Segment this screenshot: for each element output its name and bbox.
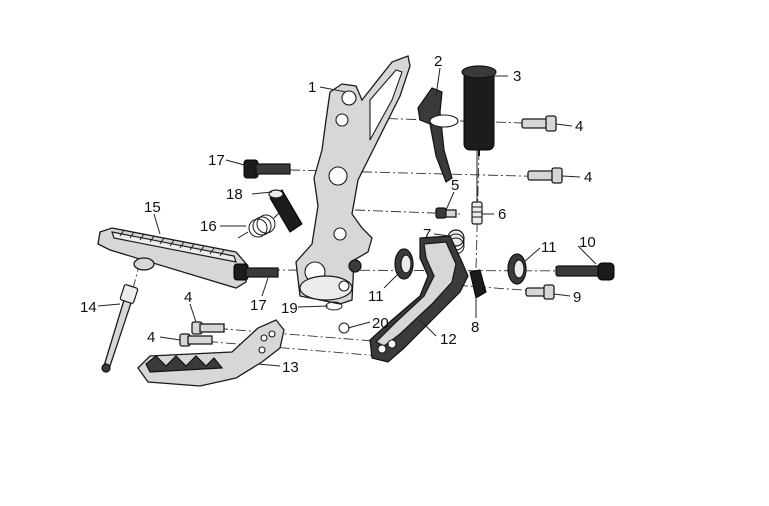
callout-19: 19 [281,300,298,317]
callout-14: 14 [80,299,97,316]
clip-20 [338,322,350,334]
torsion-spring [237,209,283,239]
leader-lines [97,67,597,367]
callout-17a: 17 [208,152,225,169]
heel-guard-13 [137,319,285,387]
footpeg-bracket [295,55,411,305]
footpeg-pin-14 [101,284,139,373]
small-bolt-5 [435,207,457,219]
pivot-bolt-10 [555,262,615,281]
callout-4b: 4 [584,169,592,186]
callout-8: 8 [471,319,479,336]
callout-3: 3 [513,68,521,85]
callout-13: 13 [282,359,299,376]
brake-light-switch [461,65,497,156]
callout-7: 7 [423,226,431,243]
callout-11a: 11 [368,288,384,305]
long-bolt-17b [233,263,279,281]
callout-labels: 1 2 3 4 4 17 5 18 6 15 16 7 11 10 11 9 1… [80,53,596,376]
callout-2: 2 [434,53,442,70]
return-spring [471,150,483,225]
callout-1: 1 [308,79,316,96]
callout-16: 16 [200,218,217,235]
callout-5: 5 [451,177,459,194]
callout-4a: 4 [575,118,583,135]
callout-17b: 17 [250,297,267,314]
bolt-4c [191,321,225,335]
callout-6: 6 [498,206,506,223]
callout-20: 20 [372,315,389,332]
callout-4c: 4 [184,289,192,306]
bolt-4b [527,167,563,184]
rider-footpeg [97,227,249,289]
bolt-4d [179,333,213,347]
callout-18: 18 [226,186,243,203]
clevis-8 [469,269,487,299]
callout-15: 15 [144,199,161,216]
callout-10: 10 [579,234,596,251]
bearing-11-right [507,253,527,285]
callout-12: 12 [440,331,457,348]
bearing-11-left [394,248,414,280]
footpeg-teeth [119,229,225,257]
callout-11b: 11 [541,239,557,256]
bolt-4a [521,115,557,132]
long-bolt-17a [243,159,291,179]
bolt-9 [525,284,555,300]
switch-bracket [417,87,459,183]
callout-4d: 4 [147,329,155,346]
callout-9: 9 [573,289,581,306]
brake-lever-arm [369,235,469,363]
pivot-pin [268,189,303,233]
